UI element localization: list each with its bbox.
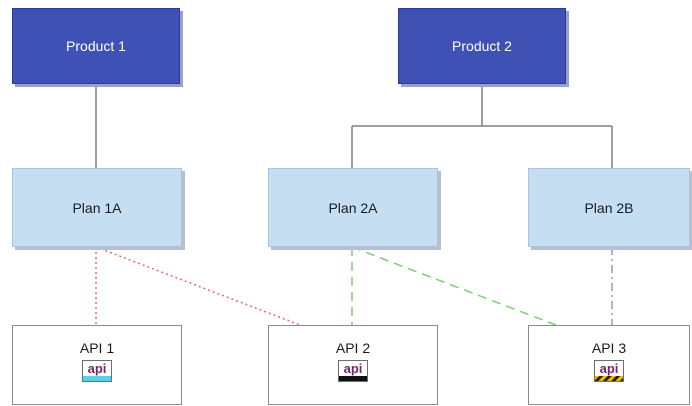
api-1-label: API 1 xyxy=(79,340,115,356)
plan-2a-label: Plan 2A xyxy=(328,199,378,216)
api-2-label: API 2 xyxy=(335,340,371,356)
api-1-box[interactable]: API 1 api xyxy=(12,325,182,405)
api-2-box[interactable]: API 2 api xyxy=(268,325,438,405)
api-1-icon-text: api xyxy=(87,361,107,376)
api-3-icon-bar xyxy=(595,376,623,381)
plan-2b-box[interactable]: Plan 2B xyxy=(528,168,690,247)
product-1-label: Product 1 xyxy=(66,38,126,54)
api-2-icon-text: api xyxy=(343,361,363,376)
plan-1a-box[interactable]: Plan 1A xyxy=(12,168,182,247)
api-icon: api xyxy=(338,360,368,382)
product-2-label: Product 2 xyxy=(452,38,512,54)
api-3-icon-text: api xyxy=(599,361,619,376)
api-icon: api xyxy=(594,360,624,382)
api-3-label: API 3 xyxy=(591,340,627,356)
connector-plan-1a-api-2 xyxy=(95,246,301,326)
api-2-icon-bar xyxy=(339,376,367,381)
api-icon: api xyxy=(82,360,112,382)
product-2-box[interactable]: Product 2 xyxy=(398,8,566,84)
api-3-box[interactable]: API 3 api xyxy=(528,325,690,405)
api-1-icon-bar xyxy=(83,376,111,381)
plan-2a-box[interactable]: Plan 2A xyxy=(268,168,438,247)
plan-2b-label: Plan 2B xyxy=(584,199,634,216)
product-1-box[interactable]: Product 1 xyxy=(12,8,180,84)
connector-plan-2a-api-3 xyxy=(351,246,557,326)
plan-1a-label: Plan 1A xyxy=(72,199,122,216)
